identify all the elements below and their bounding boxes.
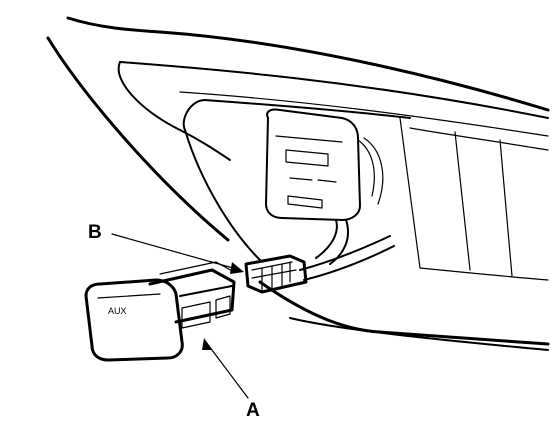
aux-switch-a: AUX: [84, 261, 236, 362]
panel-opening: [182, 99, 549, 281]
wire-harness: [299, 219, 395, 281]
aux-switch-face-label: AUX: [108, 306, 127, 316]
callout-b-leader: [111, 233, 244, 274]
mounting-bracket: [265, 108, 384, 221]
callout-label-a: A: [246, 400, 260, 421]
callout-label-b: B: [88, 222, 102, 243]
callout-a-leader: [202, 338, 249, 399]
harness-connector-b: [244, 254, 308, 294]
dashboard-panel: [46, 16, 550, 351]
